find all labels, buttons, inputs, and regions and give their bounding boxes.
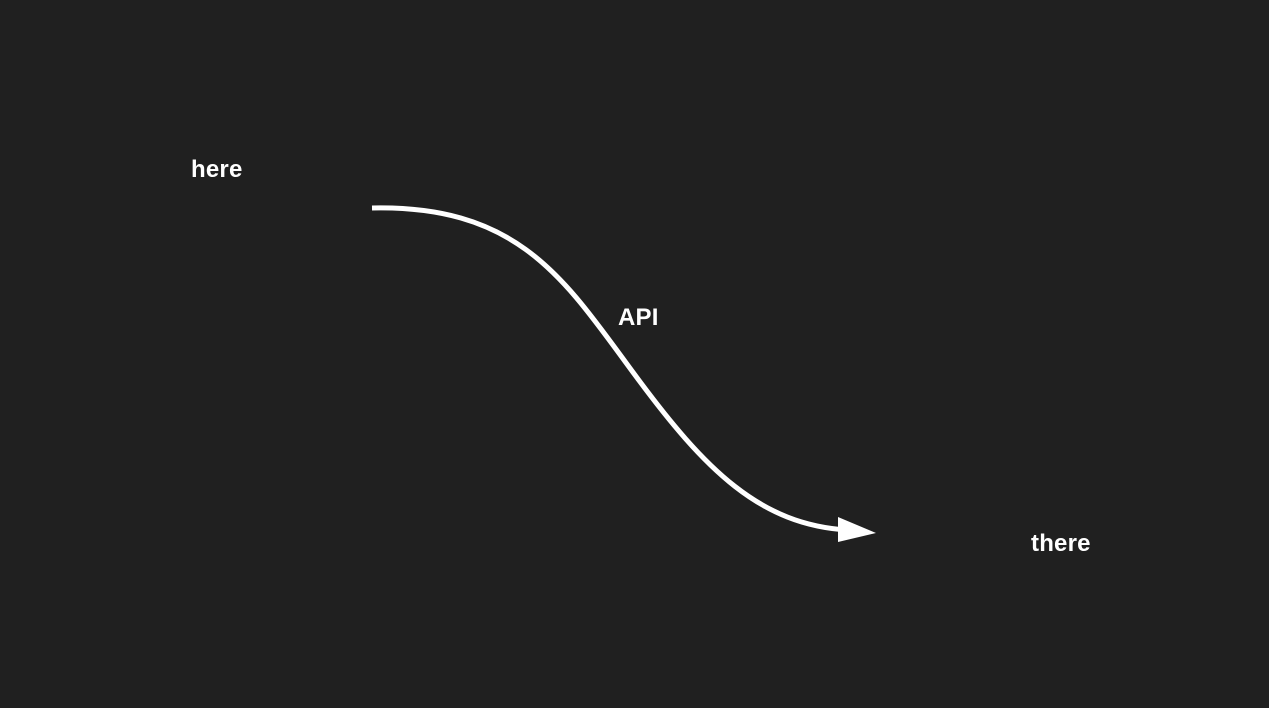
edge-label-api: API — [618, 304, 659, 331]
api-arrow-curve — [371, 205, 849, 533]
arrowhead-icon — [838, 517, 876, 542]
target-node-label: there — [1031, 530, 1091, 557]
source-node-label: here — [191, 156, 243, 183]
